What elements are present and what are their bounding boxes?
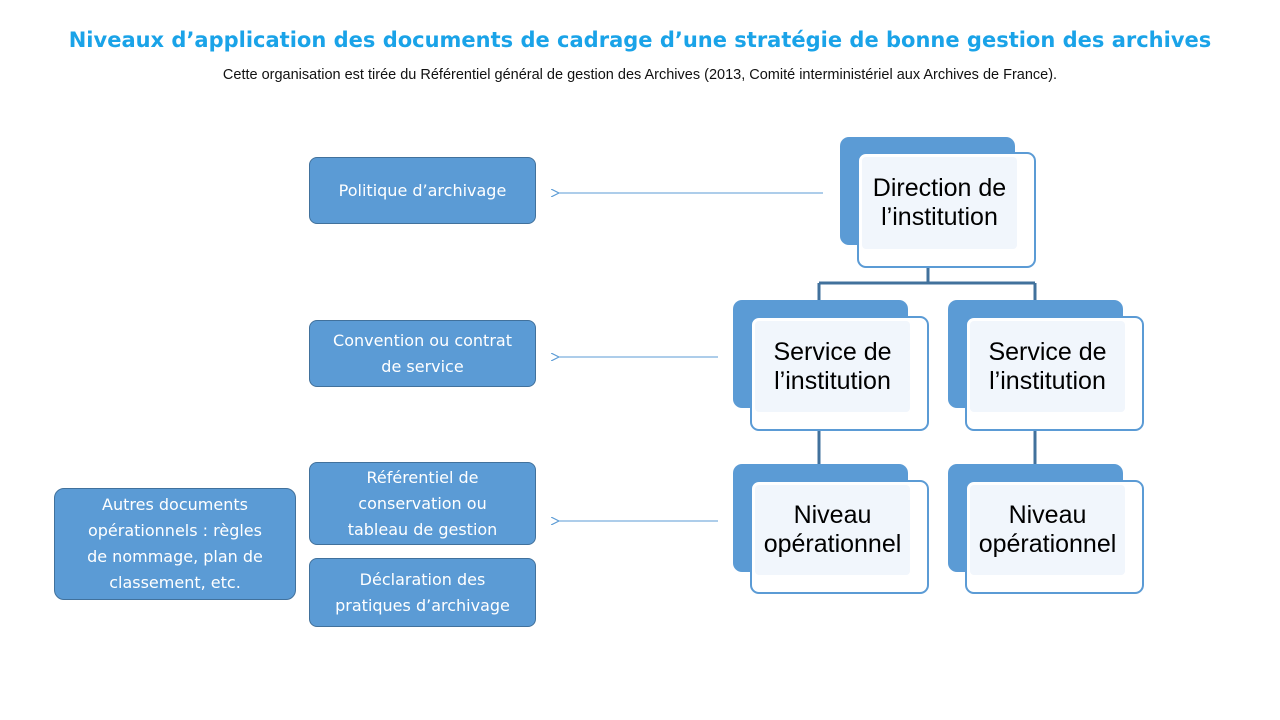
node-direction-institution: Direction de l’institution bbox=[840, 137, 1036, 268]
box-autres-line-3: de nommage, plan de bbox=[87, 547, 263, 566]
node-service-left-line-1: Service de bbox=[773, 337, 892, 366]
node-niveau-left-line-1: Niveau bbox=[793, 501, 872, 529]
node-service-left-line-2: l’institution bbox=[774, 366, 891, 395]
node-direction-line-1: Direction de bbox=[872, 174, 1007, 202]
box-referentiel-line-1: Référentiel de bbox=[366, 467, 479, 487]
node-service-right-line-1: Service de bbox=[988, 337, 1107, 366]
box-autres-documents: Autres documents opérationnels : règles … bbox=[54, 488, 296, 600]
node-niveau-left: Niveau opérationnel bbox=[733, 464, 929, 594]
node-direction-line-2: l’institution bbox=[881, 203, 998, 231]
page-title: Niveaux d’application des documents de c… bbox=[68, 28, 1212, 52]
box-politique-label: Politique d’archivage bbox=[338, 180, 507, 200]
box-autres-line-2: opérationnels : règles bbox=[87, 521, 262, 540]
node-niveau-right-line-2: opérationnel bbox=[978, 530, 1117, 558]
node-niveau-right: Niveau opérationnel bbox=[948, 464, 1144, 594]
box-convention-service: Convention ou contrat de service bbox=[309, 320, 536, 387]
node-niveau-left-line-2: opérationnel bbox=[763, 530, 902, 558]
node-niveau-right-line-1: Niveau bbox=[1008, 501, 1087, 529]
node-service-left: Service de l’institution bbox=[733, 300, 929, 431]
page-subtitle: Cette organisation est tirée du Référent… bbox=[222, 67, 1058, 83]
box-declaration-pratiques: Déclaration des pratiques d’archivage bbox=[309, 558, 536, 627]
node-service-right: Service de l’institution bbox=[948, 300, 1144, 431]
box-convention-line-2: de service bbox=[381, 356, 464, 376]
node-service-right-line-2: l’institution bbox=[989, 366, 1106, 395]
box-declaration-line-2: pratiques d’archivage bbox=[335, 595, 510, 615]
box-referentiel-conservation: Référentiel de conservation ou tableau d… bbox=[309, 462, 536, 545]
box-autres-line-4: classement, etc. bbox=[109, 573, 241, 592]
box-politique-archivage: Politique d’archivage bbox=[309, 157, 536, 224]
box-declaration-line-1: Déclaration des bbox=[359, 569, 486, 589]
box-autres-line-1: Autres documents bbox=[102, 495, 248, 514]
box-referentiel-line-3: tableau de gestion bbox=[347, 519, 498, 539]
box-convention-line-1: Convention ou contrat bbox=[333, 330, 512, 350]
box-referentiel-line-2: conservation ou bbox=[358, 493, 487, 513]
